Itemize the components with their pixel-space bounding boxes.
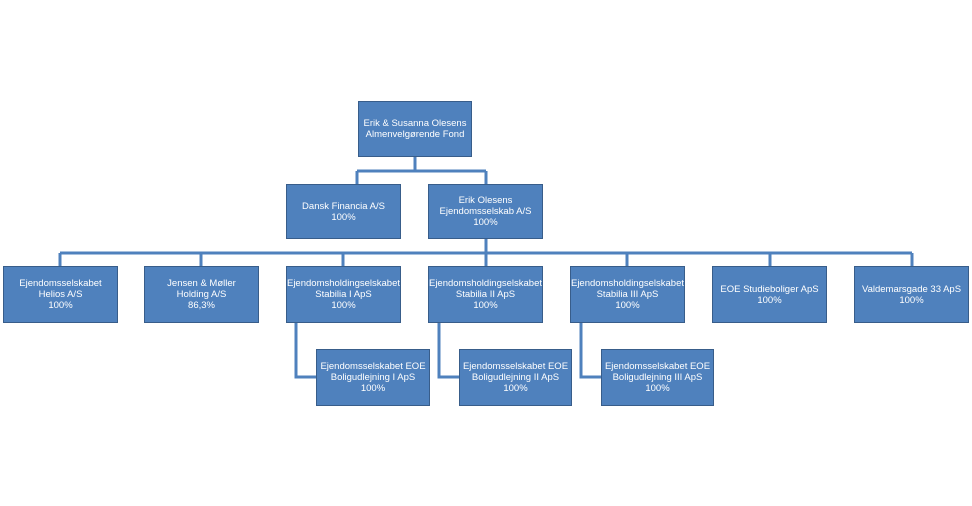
node-studieboliger-line2: 100% — [757, 294, 782, 306]
node-fond: Erik & Susanna Olesens Almenvelgørende F… — [358, 101, 472, 157]
node-helios-line2: Helios A/S — [38, 289, 83, 300]
node-dansk-financia-line1: Dansk Financia A/S — [302, 200, 385, 212]
node-boligudlejning-3: Ejendomsselskabet EOE Boligudlejning III… — [601, 349, 714, 406]
node-dansk-financia-line2: 100% — [331, 211, 356, 223]
node-jensen-moller-line2: Holding A/S — [176, 289, 227, 300]
node-boligudlejning-1-line3: 100% — [360, 383, 386, 394]
node-stabilia-1-line3: 100% — [331, 300, 356, 311]
node-valdemarsgade: Valdemarsgade 33 ApS 100% — [854, 266, 969, 323]
node-boligudlejning-3-line3: 100% — [645, 383, 670, 394]
node-stabilia-3: Ejendomsholdingselskabet Stabilia III Ap… — [570, 266, 685, 323]
node-helios: Ejendomsselskabet Helios A/S 100% — [3, 266, 118, 323]
node-stabilia-1: Ejendomsholdingselskabet Stabilia I ApS … — [286, 266, 401, 323]
node-fond-line2: Almenvelgørende Fond — [365, 129, 465, 140]
node-jensen-moller-line3: 86,3% — [188, 300, 215, 311]
node-boligudlejning-1-line1: Ejendomsselskabet EOE — [320, 361, 426, 372]
node-stabilia-2: Ejendomsholdingselskabet Stabilia II ApS… — [428, 266, 543, 323]
node-studieboliger: EOE Studieboliger ApS 100% — [712, 266, 827, 323]
node-eoe-ejendomsselskab-line2: Ejendomsselskab A/S — [439, 206, 532, 217]
node-boligudlejning-1: Ejendomsselskabet EOE Boligudlejning I A… — [316, 349, 430, 406]
node-jensen-moller: Jensen & Møller Holding A/S 86,3% — [144, 266, 259, 323]
node-stabilia-2-line1: Ejendomsholdingselskabet — [428, 278, 543, 289]
node-boligudlejning-2-line3: 100% — [503, 383, 528, 394]
node-boligudlejning-2-line2: Boligudlejning II ApS — [471, 372, 560, 383]
connector-boligudlejning-1 — [294, 322, 316, 379]
node-valdemarsgade-line2: 100% — [899, 294, 924, 306]
node-boligudlejning-1-line2: Boligudlejning I ApS — [330, 372, 416, 383]
node-stabilia-1-line1: Ejendomsholdingselskabet — [286, 278, 401, 289]
connector-boligudlejning-3 — [579, 322, 601, 379]
node-eoe-ejendomsselskab-line3: 100% — [473, 217, 498, 228]
node-stabilia-2-line3: 100% — [473, 300, 498, 311]
node-eoe-ejendomsselskab-line1: Erik Olesens — [458, 195, 513, 206]
connector-boligudlejning-2 — [437, 322, 459, 379]
node-valdemarsgade-line1: Valdemarsgade 33 ApS — [861, 283, 962, 295]
node-stabilia-3-line1: Ejendomsholdingselskabet — [570, 278, 685, 289]
node-dansk-financia: Dansk Financia A/S 100% — [286, 184, 401, 239]
node-stabilia-2-line2: Stabilia II ApS — [455, 289, 516, 300]
node-fond-line1: Erik & Susanna Olesens — [363, 118, 467, 129]
node-jensen-moller-line1: Jensen & Møller — [167, 278, 236, 289]
node-boligudlejning-2: Ejendomsselskabet EOE Boligudlejning II … — [459, 349, 572, 406]
node-studieboliger-line1: EOE Studieboliger ApS — [720, 283, 819, 295]
node-stabilia-3-line2: Stabilia III ApS — [596, 289, 659, 300]
node-boligudlejning-2-line1: Ejendomsselskabet EOE — [462, 361, 569, 372]
node-helios-line3: 100% — [48, 300, 73, 311]
node-boligudlejning-3-line1: Ejendomsselskabet EOE — [604, 361, 711, 372]
node-stabilia-3-line3: 100% — [615, 300, 640, 311]
node-eoe-ejendomsselskab: Erik Olesens Ejendomsselskab A/S 100% — [428, 184, 543, 239]
node-helios-line1: Ejendomsselskabet — [19, 278, 102, 289]
node-boligudlejning-3-line2: Boligudlejning III ApS — [612, 372, 703, 383]
node-stabilia-1-line2: Stabilia I ApS — [315, 289, 372, 300]
